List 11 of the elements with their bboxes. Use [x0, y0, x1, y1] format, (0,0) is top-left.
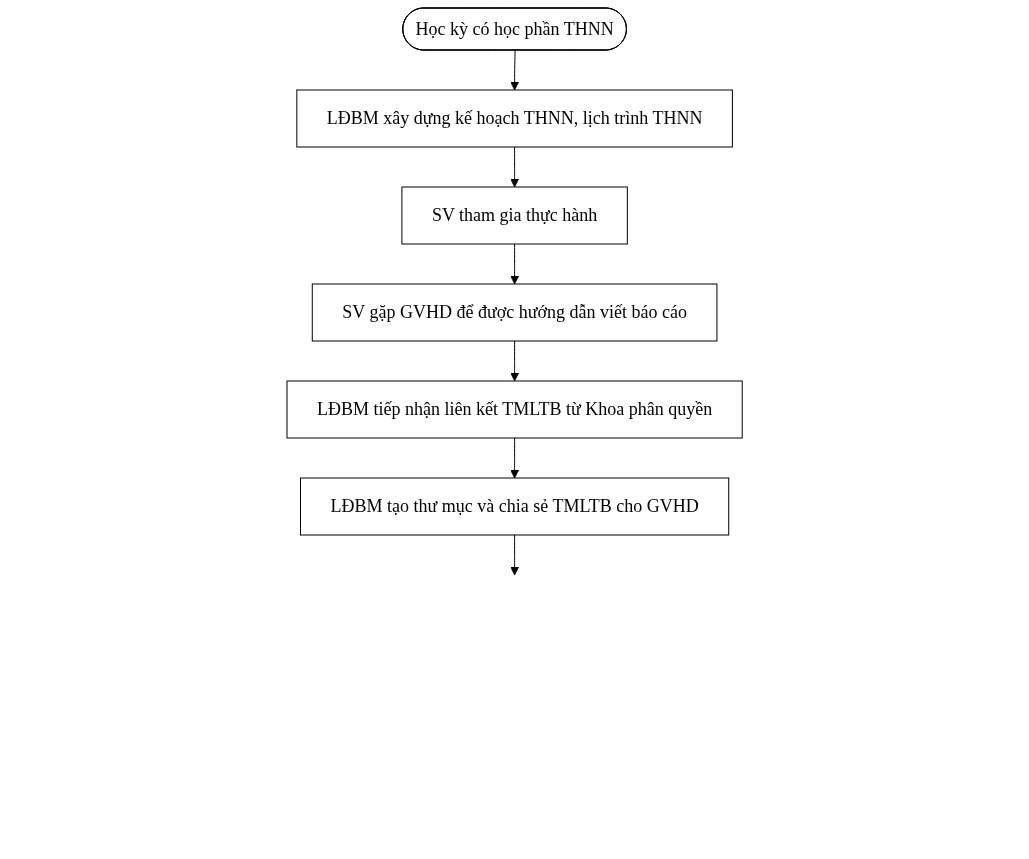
node-box: SV tham gia thực hành — [401, 186, 628, 245]
arrow — [510, 243, 519, 285]
arrow — [510, 340, 519, 382]
arrow — [510, 146, 519, 188]
arrow — [510, 437, 519, 479]
node-box: SV gặp GVHD để được hướng dẫn viết báo cáo — [311, 283, 718, 342]
arrow — [510, 534, 519, 576]
node-box: LĐBM xây dựng kế hoạch THNN, lịch trình THNN — [296, 89, 733, 148]
arrow — [510, 50, 519, 91]
node-box: LĐBM tạo thư mục và chia sẻ TMLTB cho GVHD — [299, 477, 730, 536]
node-box: LĐBM tiếp nhận liên kết TMLTB từ Khoa phân quyền — [286, 380, 743, 439]
